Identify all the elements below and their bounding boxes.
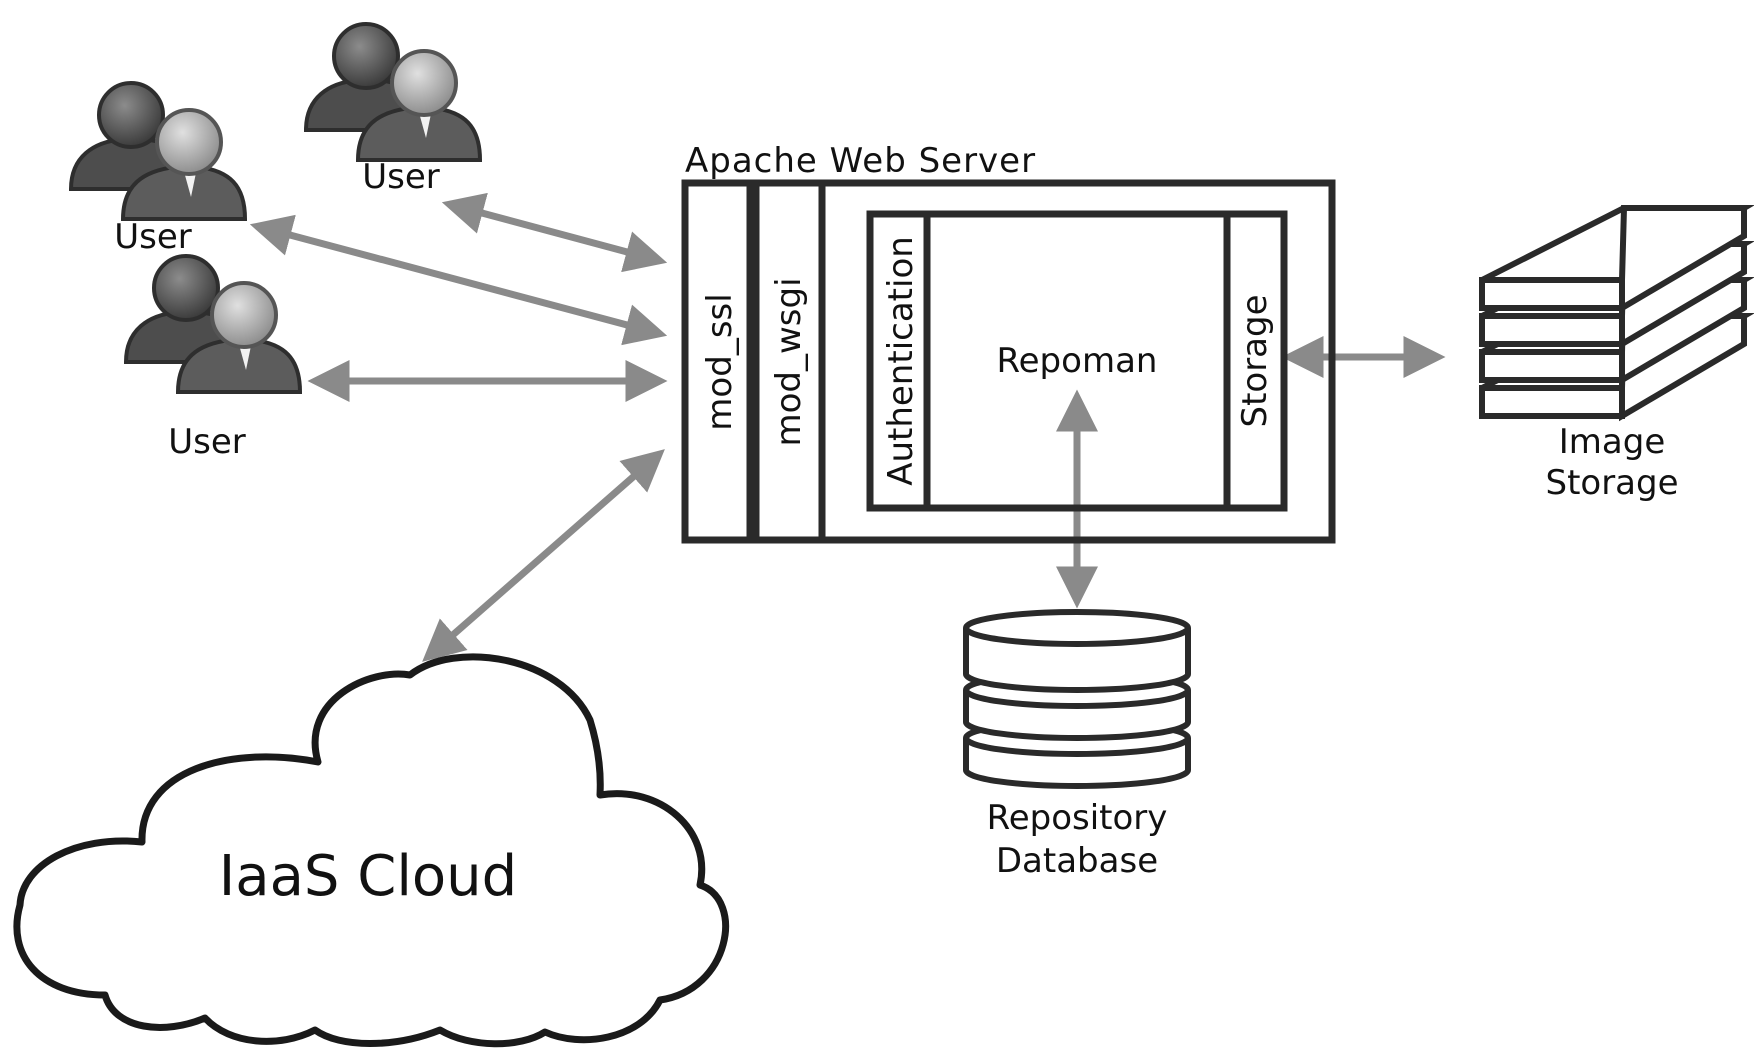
server-box — [681, 179, 1336, 544]
user-group-middle: User — [124, 254, 302, 462]
image-storage-label-line2: Storage — [1545, 463, 1678, 503]
storage-stack-icon — [1479, 205, 1754, 422]
repository-db-label-line1: Repository — [987, 798, 1168, 838]
image-storage-label-line1: Image — [1559, 422, 1665, 462]
user-group-top: User — [304, 22, 482, 197]
arrow-user-left-server — [249, 214, 668, 346]
user-group-left: User — [69, 81, 247, 257]
image-storage: Image Storage — [1479, 205, 1754, 503]
repoman-box — [866, 210, 1288, 512]
mod-ssl-label: mod_ssl — [700, 293, 740, 430]
apache-web-server: Apache Web Server mod_ssl mod_wsgi Authe… — [681, 141, 1336, 544]
repository-db-label-line2: Database — [996, 841, 1158, 881]
arrow-cloud-server — [422, 449, 665, 662]
user-label-middle: User — [168, 422, 246, 462]
server-title: Apache Web Server — [685, 141, 1036, 181]
storage-module-label: Storage — [1235, 294, 1275, 427]
repoman-label: Repoman — [997, 341, 1158, 381]
database-icon — [963, 609, 1191, 789]
repository-database: Repository Database — [963, 609, 1191, 881]
cloud-icon — [13, 653, 730, 1048]
mod-wsgi-label: mod_wsgi — [769, 277, 809, 446]
iaas-cloud: IaaS Cloud — [13, 653, 730, 1048]
user-group-icon — [124, 254, 302, 394]
arrow-user-top-server — [441, 192, 668, 273]
user-label-left: User — [114, 217, 192, 257]
user-label-top: User — [362, 157, 440, 197]
user-group-icon — [304, 22, 482, 162]
user-group-icon — [69, 81, 247, 221]
cloud-label: IaaS Cloud — [219, 844, 517, 909]
authentication-label: Authentication — [881, 236, 921, 486]
